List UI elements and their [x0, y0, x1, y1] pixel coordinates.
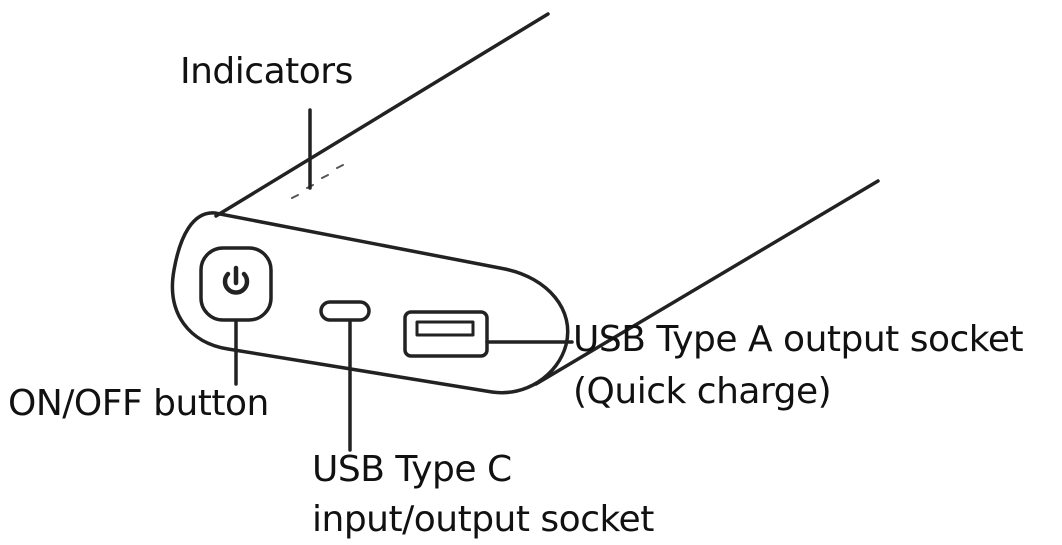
usb-a-port — [403, 310, 489, 358]
usb-a-port-inner — [415, 320, 475, 337]
usb-c-label-line1: USB Type C — [312, 449, 512, 490]
usb-a-label-line2: (Quick charge) — [573, 371, 832, 412]
indicator-leds — [291, 164, 344, 199]
on-off-button-label: ON/OFF button — [8, 383, 269, 424]
device-right-edge — [534, 179, 880, 386]
device-top-edge — [214, 12, 550, 218]
indicators-label: Indicators — [180, 51, 353, 92]
power-icon — [222, 265, 250, 295]
usb-a-label-line1: USB Type A output socket — [573, 319, 1024, 360]
power-button-housing — [199, 246, 273, 322]
usb-c-port — [319, 300, 371, 322]
usb-c-label-line2: input/output socket — [312, 499, 654, 540]
device-front-face — [170, 211, 570, 395]
